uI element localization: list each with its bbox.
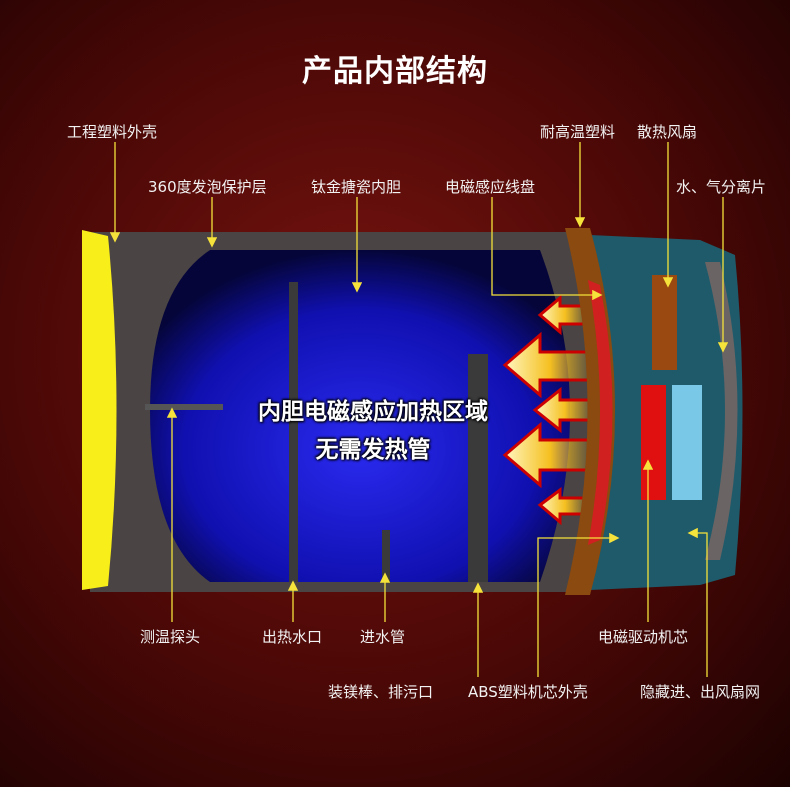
label-inlet-pipe: 进水管 xyxy=(360,628,406,646)
engine-housing xyxy=(590,235,743,590)
heating-zone-text: 内胆电磁感应加热区域 xyxy=(258,399,488,425)
end-cap xyxy=(82,230,117,590)
label-abs-housing: ABS塑料机芯外壳 xyxy=(468,683,588,701)
separator xyxy=(672,385,702,500)
no-heating-tube-text: 无需发热管 xyxy=(315,437,431,463)
label-separator: 水、气分离片 xyxy=(676,178,767,196)
drive-core xyxy=(641,385,666,500)
heat-arrows xyxy=(502,294,597,526)
fan-mesh xyxy=(705,262,738,560)
label-fan-mesh: 隐藏进、出风扇网 xyxy=(640,683,761,701)
label-cooling-fan: 散热风扇 xyxy=(637,123,698,141)
label-temp-probe: 测温探头 xyxy=(140,628,201,646)
label-drive-core: 电磁驱动机芯 xyxy=(598,628,689,646)
page-title: 产品内部结构 xyxy=(302,54,488,89)
induction-coil xyxy=(588,280,613,545)
hot-water-pipe xyxy=(289,282,298,582)
label-hot-outlet: 出热水口 xyxy=(262,628,323,646)
label-induction-coil: 电磁感应线盘 xyxy=(445,178,536,196)
inner-tank xyxy=(150,250,570,582)
label-magnesium-rod: 装镁棒、排污口 xyxy=(328,683,434,701)
inlet-pipe xyxy=(382,530,390,582)
rod-pipe xyxy=(468,354,488,582)
label-inner-tank: 钛金搪瓷内胆 xyxy=(311,178,402,196)
cooling-fan xyxy=(652,275,677,370)
label-heat-plastic: 耐高温塑料 xyxy=(540,123,616,141)
leader-lines xyxy=(109,142,729,677)
label-outer-shell: 工程塑料外壳 xyxy=(67,123,158,141)
temp-probe xyxy=(145,404,223,410)
label-foam-layer: 360度发泡保护层 xyxy=(148,178,267,196)
